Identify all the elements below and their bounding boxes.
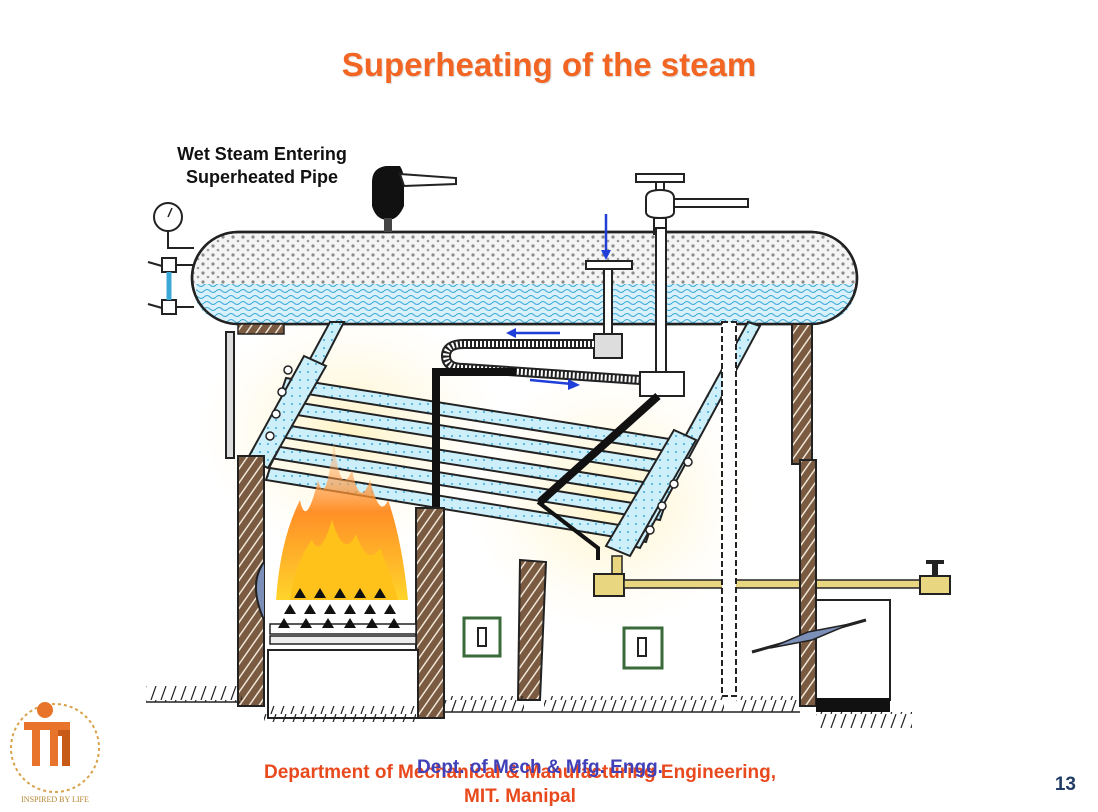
page-number: 13: [1054, 774, 1076, 795]
baffles: [432, 368, 661, 560]
mud-box: [593, 560, 951, 597]
front-header: [246, 321, 346, 470]
wet-steam-label-line1: Wet Steam Entering: [177, 144, 347, 164]
wet-steam-label: Wet Steam Entering Superheated Pipe: [148, 143, 376, 189]
water-level-gauge-icon: [147, 257, 194, 315]
furnace-flames: [276, 440, 408, 600]
footer-department: Department of Mechanical & Manufacturing…: [263, 762, 776, 783]
damper: [751, 599, 891, 712]
fire-door: [255, 561, 265, 621]
wet-steam-label-line2: Superheated Pipe: [185, 167, 339, 187]
slide-title: Superheating of the steam: [341, 46, 757, 83]
steam-drum: [190, 230, 859, 326]
superheater-inlet-pipe: [585, 214, 633, 359]
glow-left: [200, 310, 500, 550]
logo-caption: INSPIRED BY LIFE: [21, 795, 89, 804]
pressure-gauge-icon: [153, 202, 194, 249]
inspection-doors: [462, 616, 664, 670]
superheater-coil: [440, 227, 685, 397]
manipal-logo-icon: INSPIRED BY LIFE: [10, 702, 100, 804]
grate: [269, 588, 417, 645]
footer-overlay-text: Dept. of Mech & Mfg. Engg.: [417, 757, 663, 778]
footer-institute: MIT. Manipal: [464, 786, 576, 807]
ground-line: [146, 686, 912, 728]
stop-valve-icon: [635, 173, 749, 235]
safety-valve-icon: [372, 166, 457, 232]
